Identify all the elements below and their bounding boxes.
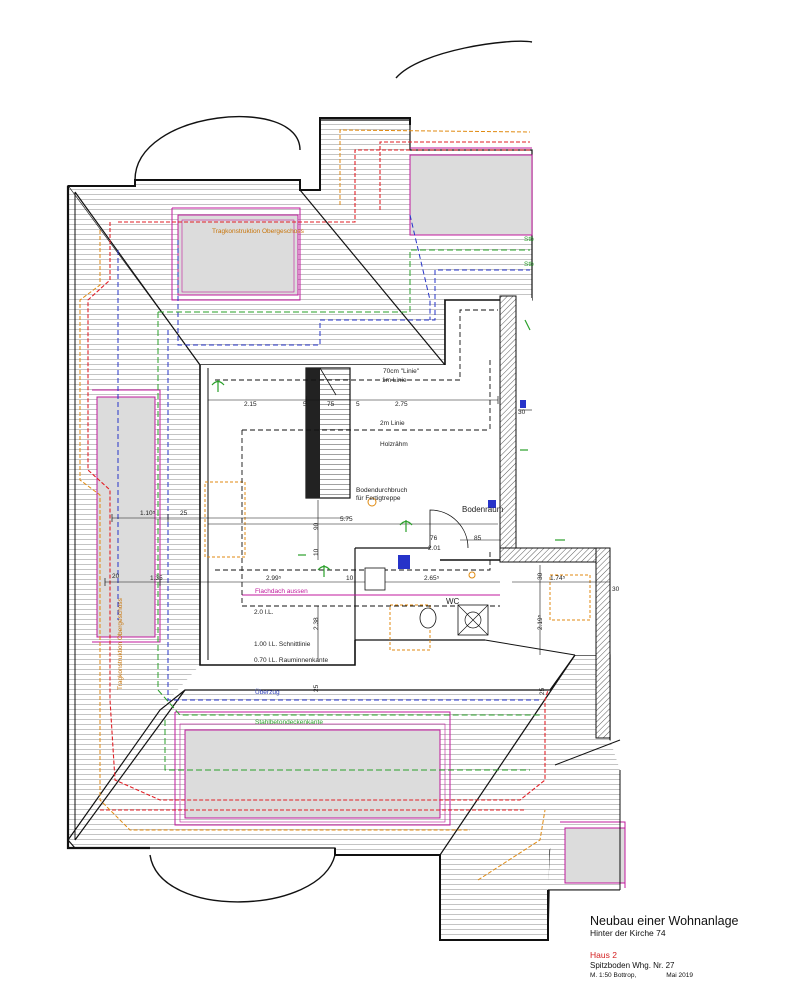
dim-25: 25 [180,510,188,517]
scale-place: M. 1:50 Bottrop, [590,972,637,979]
dim-85: 85 [474,535,482,542]
dim-75: 75 [327,401,335,408]
door-swing [429,509,469,549]
interior-wall-main [199,365,356,666]
outer-wall-left [66,186,150,850]
label-line-70cm: 70cm "Linie" [383,368,420,375]
arc-top-left [134,116,301,181]
dim-575: 5.75 [340,516,353,523]
dim-265: 2.65⁵ [424,575,440,582]
label-bodenraum: Bodenraum [462,505,504,514]
arc-bottom-left [149,854,336,903]
label-ueberzug: Überzug [255,688,280,696]
dim-30b: 30 [612,586,620,593]
dim-20: 20 [112,573,120,580]
label-line-1m: 1m Linie [382,377,407,384]
hatched-wall-horizontal [499,547,611,563]
dim-135: 1.35 [150,575,163,582]
label-stahlbeton: Stahlbetondeckenkante [255,719,323,726]
hatched-wall-vertical [499,295,517,562]
label-line-2m: 2m Linie [380,420,405,427]
hatched-wall-right [595,547,611,739]
label-bodendurchbruch-1: Bodendurchbruch [356,487,408,494]
outer-wall-bottom [334,848,549,941]
label-stb-right: Stb [524,261,534,268]
dim-110: 1.10⁵ [140,510,156,517]
plan-date: Mai 2019 [666,972,693,979]
label-lh-20: 2.0 l.L. [254,609,274,616]
label-tragkonstruktion-top: Tragkonstruktion Obergeschoss [212,228,305,235]
dim-238: 2.38 [313,617,320,630]
label-bodendurchbruch-2: für Fertigtreppe [356,495,401,502]
dim-174: 1.74⁵ [550,575,566,582]
scale-date-row: M. 1:50 Bottrop, Mai 2019 [590,971,780,980]
toilet-bowl [419,607,437,629]
dim-219: 2.19⁵ [537,614,544,630]
dim-299: 2.99⁵ [266,575,282,582]
dim-25b: 25 [313,684,320,692]
dim-201: 2.01 [428,545,441,552]
project-title: Neubau einer Wohnanlage [590,914,739,928]
dim-5a: 5 [303,401,307,408]
dim-10b: 10 [346,575,354,582]
dim-10a: 10 [313,548,320,556]
label-tragkonstruktion-left: Tragkonstruktion Obergeschoss [117,597,124,690]
dim-76: 76 [430,535,438,542]
title-block: Neubau einer Wohnanlage Hinter der Kirch… [590,914,780,980]
dim-5b: 5 [356,401,360,408]
dim-215: 2.15 [244,401,257,408]
label-rauminnenkante: 0.70 l.L. Rauminnenkante [254,657,328,664]
house-label: Haus 2 [590,950,617,960]
dim-25c: 25 [539,687,546,695]
project-address: Hinter der Kirche 74 [590,928,666,938]
label-schnittlinie: 1.00 l.L. Schnittlinie [254,641,311,648]
label-stb-top: Stb [524,236,534,243]
unit-label: Spitzboden Whg. Nr. 27 [590,961,675,970]
dim-275: 2.75 [395,401,408,408]
dim-90: 90 [313,522,320,530]
dim-30a: 30 [537,572,544,580]
dim-30c: 30 [518,409,526,416]
label-wc: WC [446,597,460,606]
label-holzraehm: Holzrähm [380,441,408,448]
wc-fixture [457,604,489,636]
label-flachdach: Flachdach aussen [255,588,308,595]
arc-top-right [395,40,533,79]
